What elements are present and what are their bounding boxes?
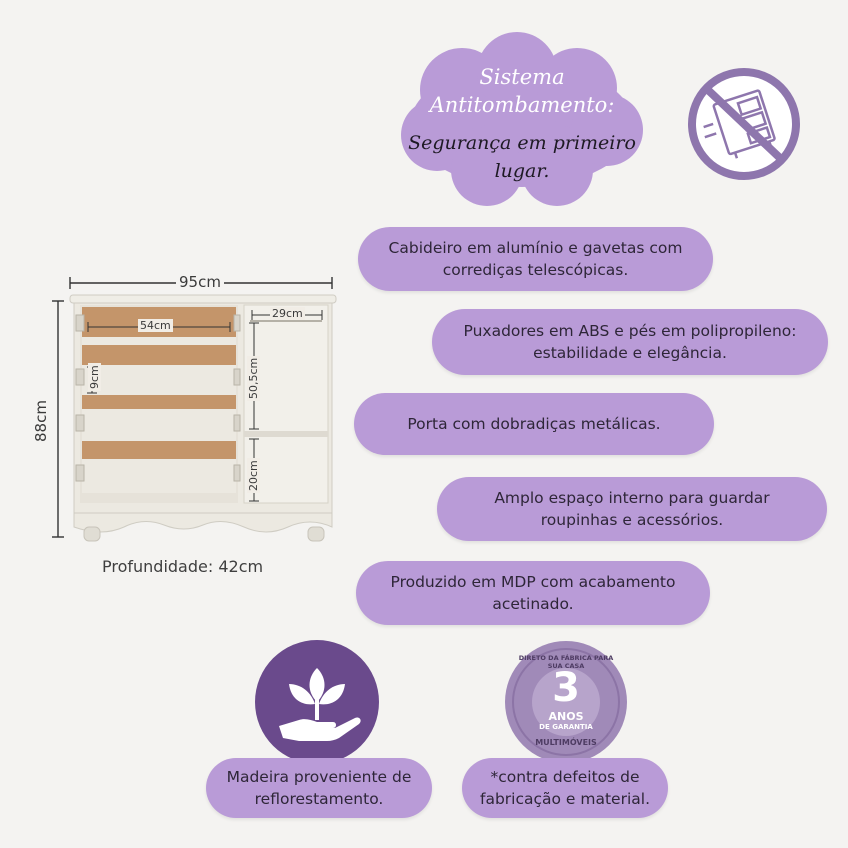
eco-line1: Madeira proveniente de <box>226 768 412 786</box>
feature-2-line2: estabilidade e elegância. <box>533 344 727 362</box>
side-width-label: 29cm <box>270 307 305 320</box>
seal-brand: MULTIMÓVEIS <box>535 738 597 747</box>
height-label: 88cm <box>32 397 50 445</box>
seal-garantia: DE GARANTIA <box>539 723 593 731</box>
furniture-diagram: 95cm 88cm 54cm 29cm 9cm 50,5cm 20cm Prof… <box>32 265 350 585</box>
cloud-line2: Antitombamento: <box>429 93 615 117</box>
cloud-line1: Sistema <box>479 65 565 89</box>
feature-2-line1: Puxadores em ABS e pés em polipropileno: <box>463 322 797 340</box>
feature-pill-4: Amplo espaço interno para guardar roupinh… <box>437 477 827 541</box>
feature-1-line2: corrediças telescópicas. <box>442 261 629 279</box>
feature-3-line1: Porta com dobradiças metálicas. <box>407 415 661 433</box>
no-tipping-icon <box>684 66 808 182</box>
eco-line2: reflorestamento. <box>254 790 384 808</box>
cloud-shape <box>401 32 643 206</box>
cloud-line4: lugar. <box>494 160 550 182</box>
feature-pill-2: Puxadores em ABS e pés em polipropileno:… <box>432 309 828 375</box>
seal-number: 3 <box>552 665 580 711</box>
cloud-banner: Sistema Antitombamento: Segurança em pri… <box>392 30 652 210</box>
seal-icon <box>505 641 627 763</box>
cloud-line3: Segurança em primeiro <box>408 132 636 154</box>
lower-height-label: 20cm <box>247 458 260 493</box>
width-label: 95cm <box>176 273 224 291</box>
feature-4-line1: Amplo espaço interno para guardar <box>494 489 770 507</box>
feature-pill-3: Porta com dobradiças metálicas. <box>354 393 714 455</box>
drawer-height-label: 9cm <box>88 363 101 391</box>
dresser-illustration <box>52 277 337 542</box>
seal-anos: ANOS <box>548 710 584 723</box>
feature-pill-5: Produzido em MDP com acabamento acetinado… <box>356 561 710 625</box>
feature-5-line1: Produzido em MDP com acabamento <box>390 573 676 591</box>
leaf-hand-icon <box>255 640 379 764</box>
warranty-line1: *contra defeitos de <box>490 768 640 786</box>
drawer-width-label: 54cm <box>138 319 173 332</box>
eco-badge <box>255 640 379 764</box>
warranty-seal: DIRETO DA FÁBRICA PARA SUA CASA 3 ANOS D… <box>504 640 628 764</box>
feature-pill-1: Cabideiro em alumínio e gavetas com corre… <box>358 227 713 291</box>
warranty-line2: fabricação e material. <box>479 790 650 808</box>
feature-1-line1: Cabideiro em alumínio e gavetas com <box>388 239 683 257</box>
feature-5-line2: acetinado. <box>492 595 574 613</box>
warranty-pill: *contra defeitos de fabricação e material… <box>462 758 668 818</box>
seal-top-text: DIRETO DA FÁBRICA PARA SUA CASA <box>518 654 614 670</box>
upper-height-label: 50,5cm <box>247 355 260 401</box>
feature-4-line2: roupinhas e acessórios. <box>540 511 724 529</box>
eco-pill: Madeira proveniente de reflorestamento. <box>206 758 432 818</box>
depth-label: Profundidade: 42cm <box>102 557 264 576</box>
